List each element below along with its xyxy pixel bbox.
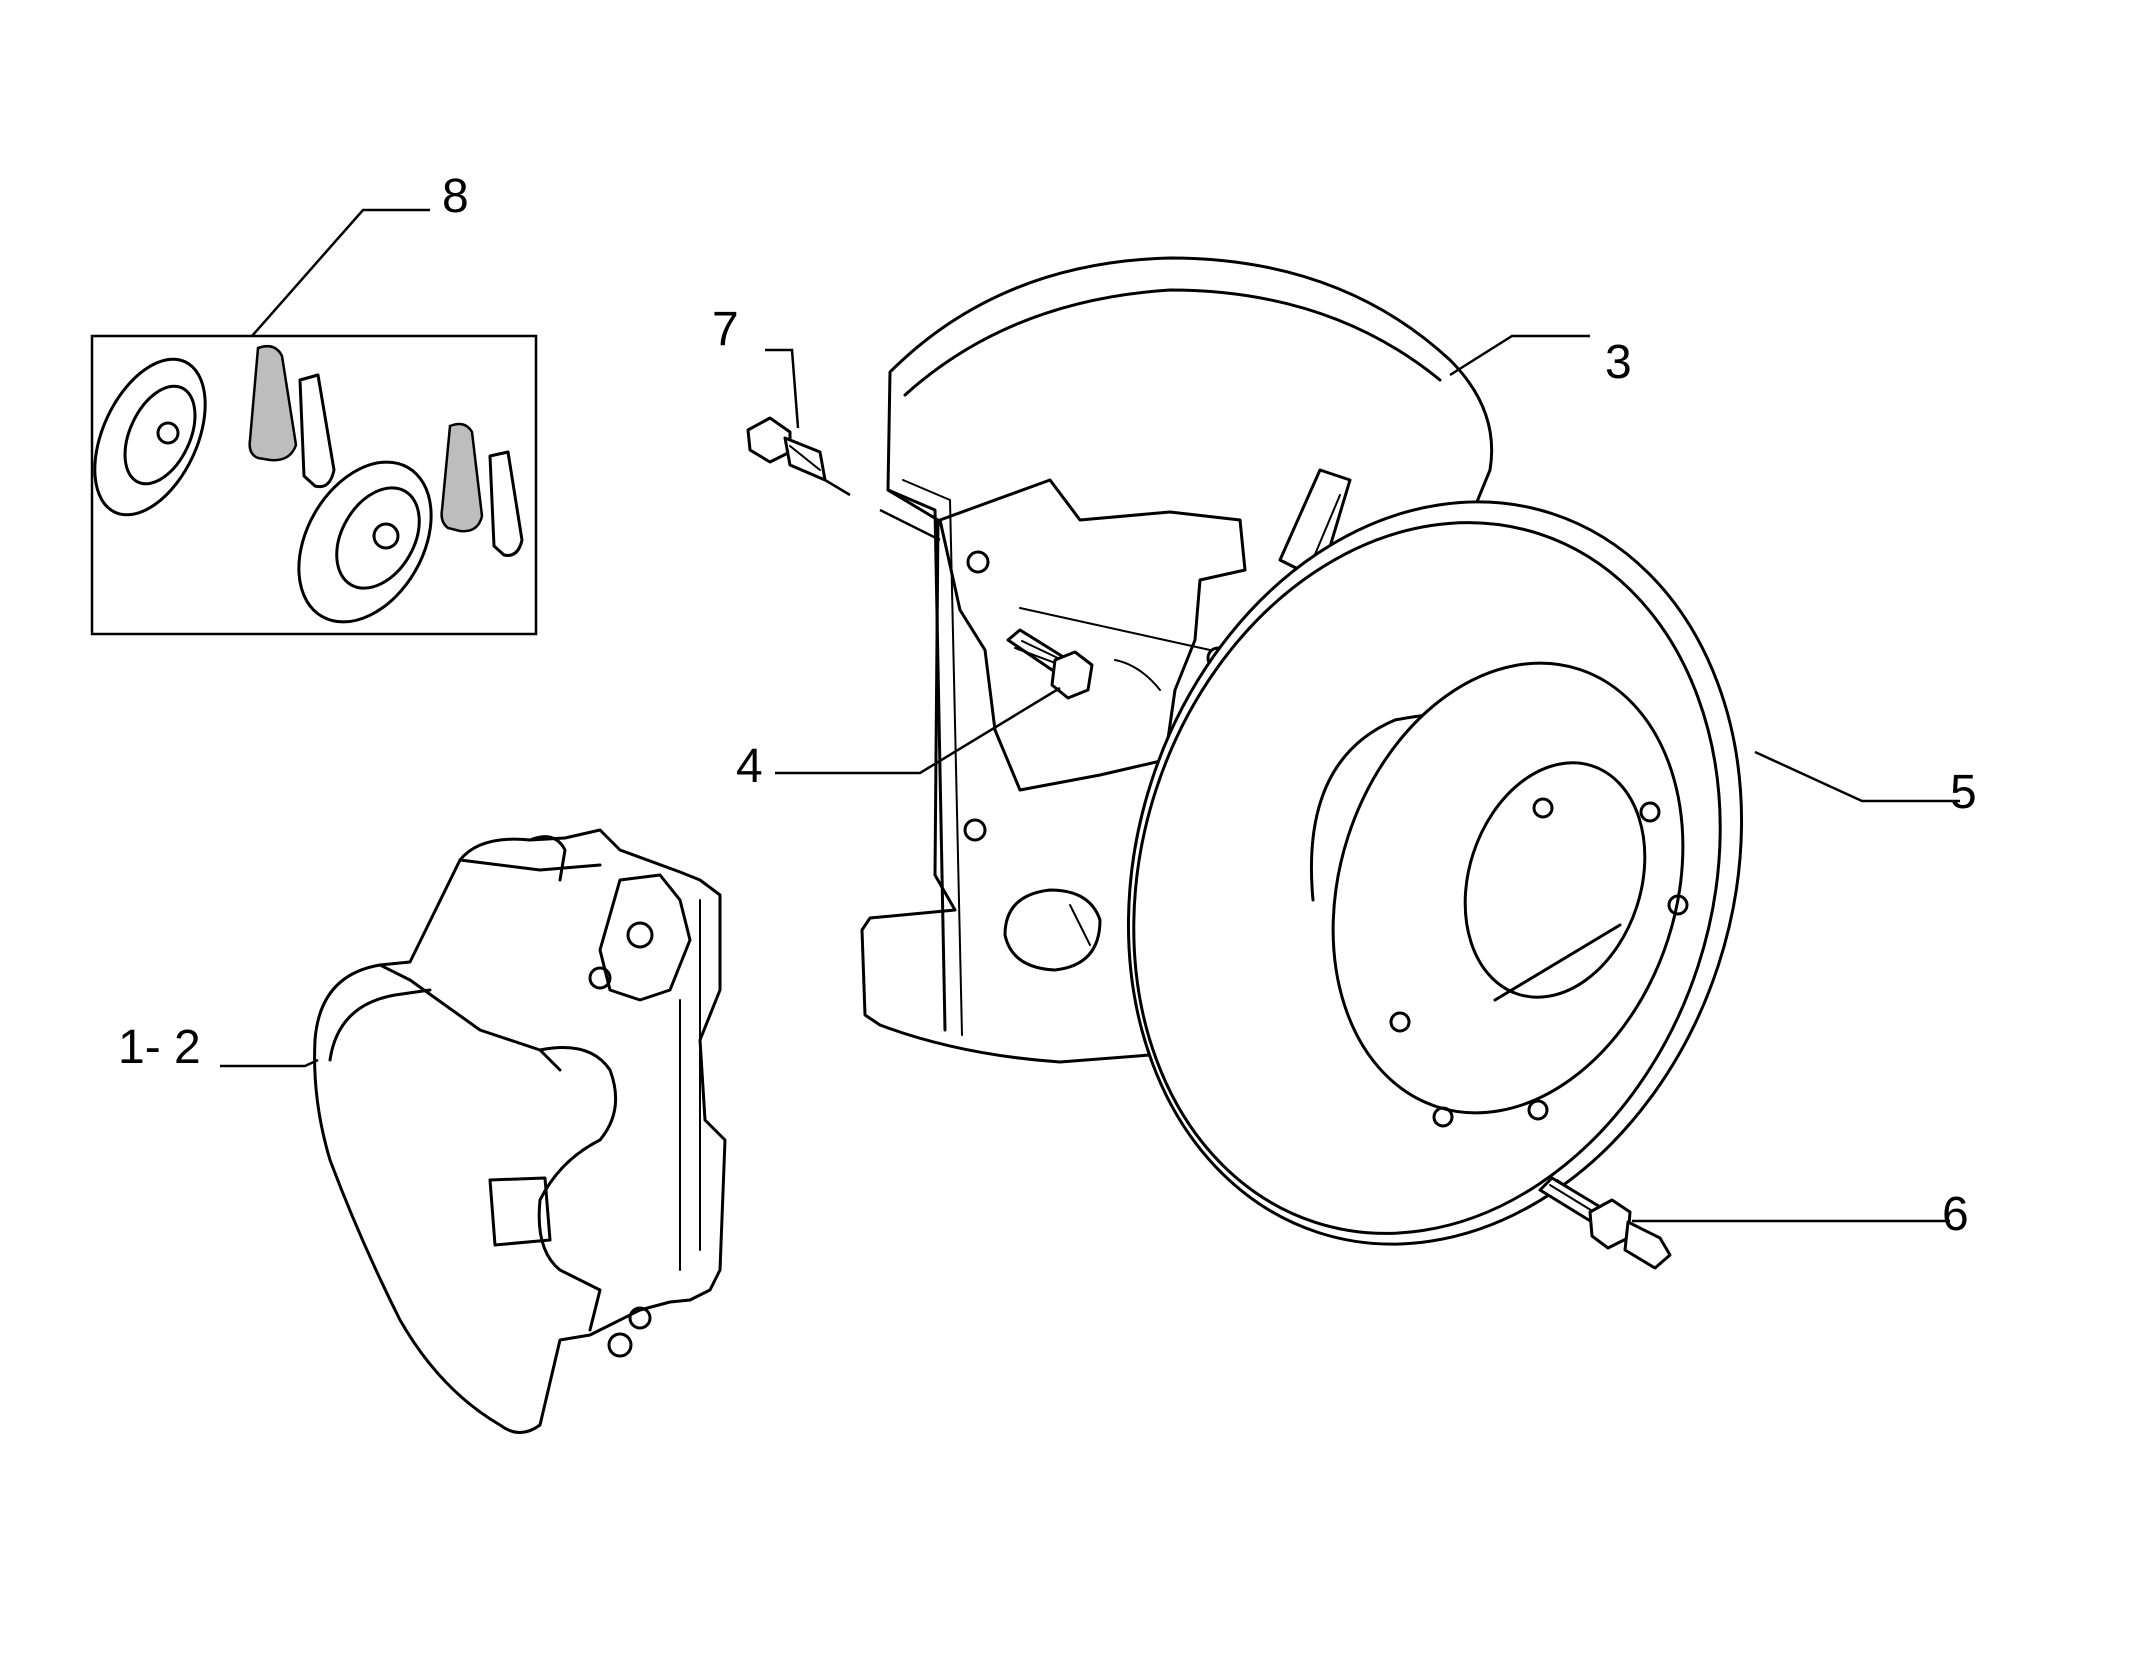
leader-3 [1449,334,1590,377]
part-4-screw [1006,628,1094,700]
callout-4: 4 [736,740,763,793]
leader-7b [824,478,941,542]
kit-pads-right [440,422,524,557]
leader-4 [775,686,1061,775]
leader-5 [1754,750,1960,803]
part-5-brake-disc [1126,500,1744,1246]
callout-5: 5 [1950,766,1977,819]
callout-1-2: 1- 2 [118,1021,201,1074]
part-7-bolt [746,416,827,482]
leader-8 [251,208,430,337]
kit-disc-right [297,460,433,624]
callout-6: 6 [1942,1188,1969,1241]
leader-1-2 [220,1058,319,1068]
leader-lines [220,208,1960,1223]
callout-8: 8 [442,170,469,223]
callout-7: 7 [712,303,739,356]
part-8-kit-inset [90,334,538,636]
part-6-wheel-stud [1538,1176,1672,1270]
disc-bolt-holes [1389,797,1689,1128]
part-1-2-caliper [313,828,727,1434]
kit-pads-left [248,345,336,489]
callout-3: 3 [1605,336,1632,389]
kit-disc-left [93,357,207,517]
leader-7 [765,348,800,429]
